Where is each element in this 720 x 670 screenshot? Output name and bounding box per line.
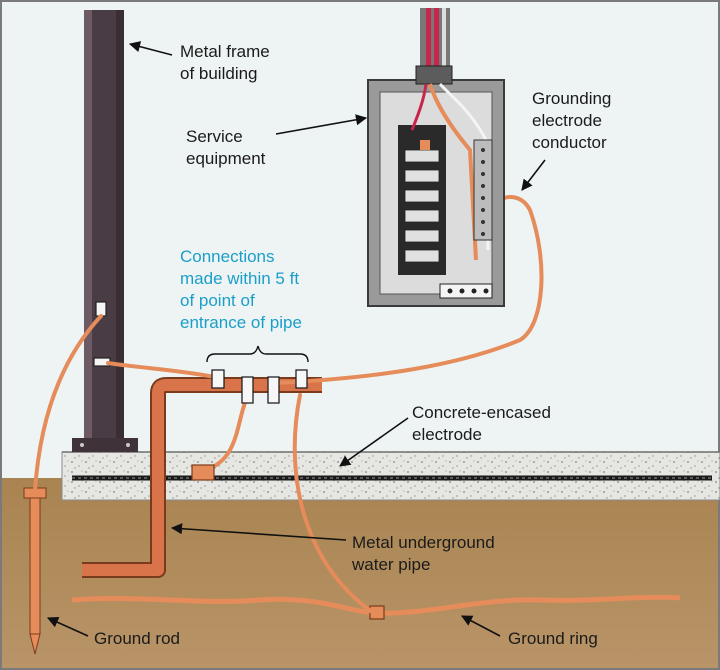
label-connections-line3: of point of (180, 291, 255, 310)
water-pipe-fill (82, 379, 322, 576)
label-water-pipe: Metal underground water pipe (352, 532, 495, 576)
label-ground-rod: Ground rod (94, 629, 180, 648)
label-service-equipment: Service equipment (186, 126, 265, 170)
label-metal-frame-line2: of building (180, 64, 258, 83)
label-concrete-electrode-line2: electrode (412, 425, 482, 444)
steel-column (72, 10, 138, 452)
label-concrete-electrode-line1: Concrete-encased (412, 403, 551, 422)
label-connections-note: Connections made within 5 ft of point of… (180, 246, 302, 334)
ground-rod (23, 487, 47, 655)
pipe-clamps (211, 369, 308, 404)
label-grounding-conductor: Grounding electrode conductor (532, 88, 611, 154)
label-grounding-conductor-line2: electrode (532, 111, 602, 130)
label-water-pipe-line1: Metal underground (352, 533, 495, 552)
service-panel (367, 65, 505, 307)
label-service-equipment-line2: equipment (186, 149, 266, 168)
label-ground-ring: Ground ring (508, 629, 598, 648)
label-grounding-conductor-line1: Grounding (532, 89, 612, 108)
label-grounding-conductor-line3: conductor (532, 133, 607, 152)
connections-brace (206, 345, 309, 363)
label-connections-line1: Connections (180, 247, 275, 266)
label-metal-frame-line1: Metal frame (180, 42, 270, 61)
label-connections-line4: entrance of pipe (180, 313, 302, 332)
column-clamp-upper (95, 301, 107, 317)
label-service-equipment-line1: Service (186, 127, 243, 146)
service-cable (420, 8, 450, 78)
label-concrete-electrode: Concrete-encased electrode (412, 402, 551, 446)
rebar-clamp (191, 464, 215, 481)
leader-arrows (46, 41, 546, 637)
label-water-pipe-line2: water pipe (352, 555, 431, 574)
label-connections-line2: made within 5 ft (180, 269, 300, 288)
label-metal-frame: Metal frame of building (180, 41, 270, 85)
